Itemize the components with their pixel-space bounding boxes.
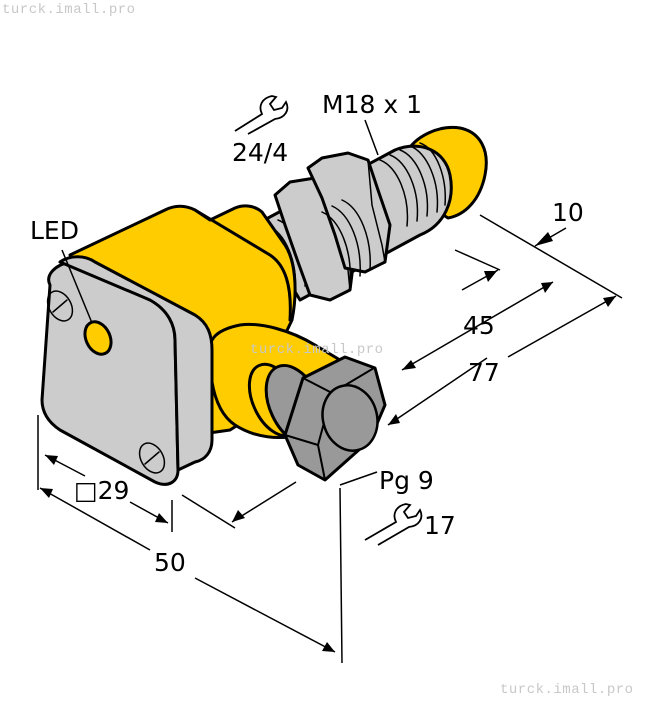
housing-square-value: 29 — [97, 476, 130, 505]
dimension-thread-length: 45 — [463, 311, 495, 340]
hex-nut-front — [306, 151, 392, 283]
led-label: LED — [30, 216, 79, 245]
cable-gland-pg9 — [264, 355, 387, 482]
watermark-top-left: turck.imall.pro — [2, 2, 136, 18]
dimension-arrowheads — [40, 232, 616, 652]
thread-label: M18 x 1 — [322, 90, 422, 119]
watermark-center: turck.imall.pro — [250, 342, 384, 358]
wrench-size-label-top: 24/4 — [232, 138, 289, 167]
wrench-icon — [234, 95, 289, 135]
square-symbol: □ — [74, 476, 98, 505]
wrench-size-label-bottom: 17 — [424, 511, 456, 540]
dimension-housing-square: □29 — [74, 478, 129, 503]
cable-gland-label: Pg 9 — [379, 466, 434, 495]
dimension-lines — [37, 119, 623, 664]
watermark-bottom-right: turck.imall.pro — [500, 682, 634, 698]
front-cover — [40, 255, 214, 486]
dimension-housing-depth: 50 — [154, 548, 186, 577]
dimension-overall-length: 77 — [468, 358, 500, 387]
dimension-front-gap: 10 — [552, 198, 584, 227]
led-indicator — [83, 320, 113, 356]
wrench-icon — [364, 503, 423, 546]
